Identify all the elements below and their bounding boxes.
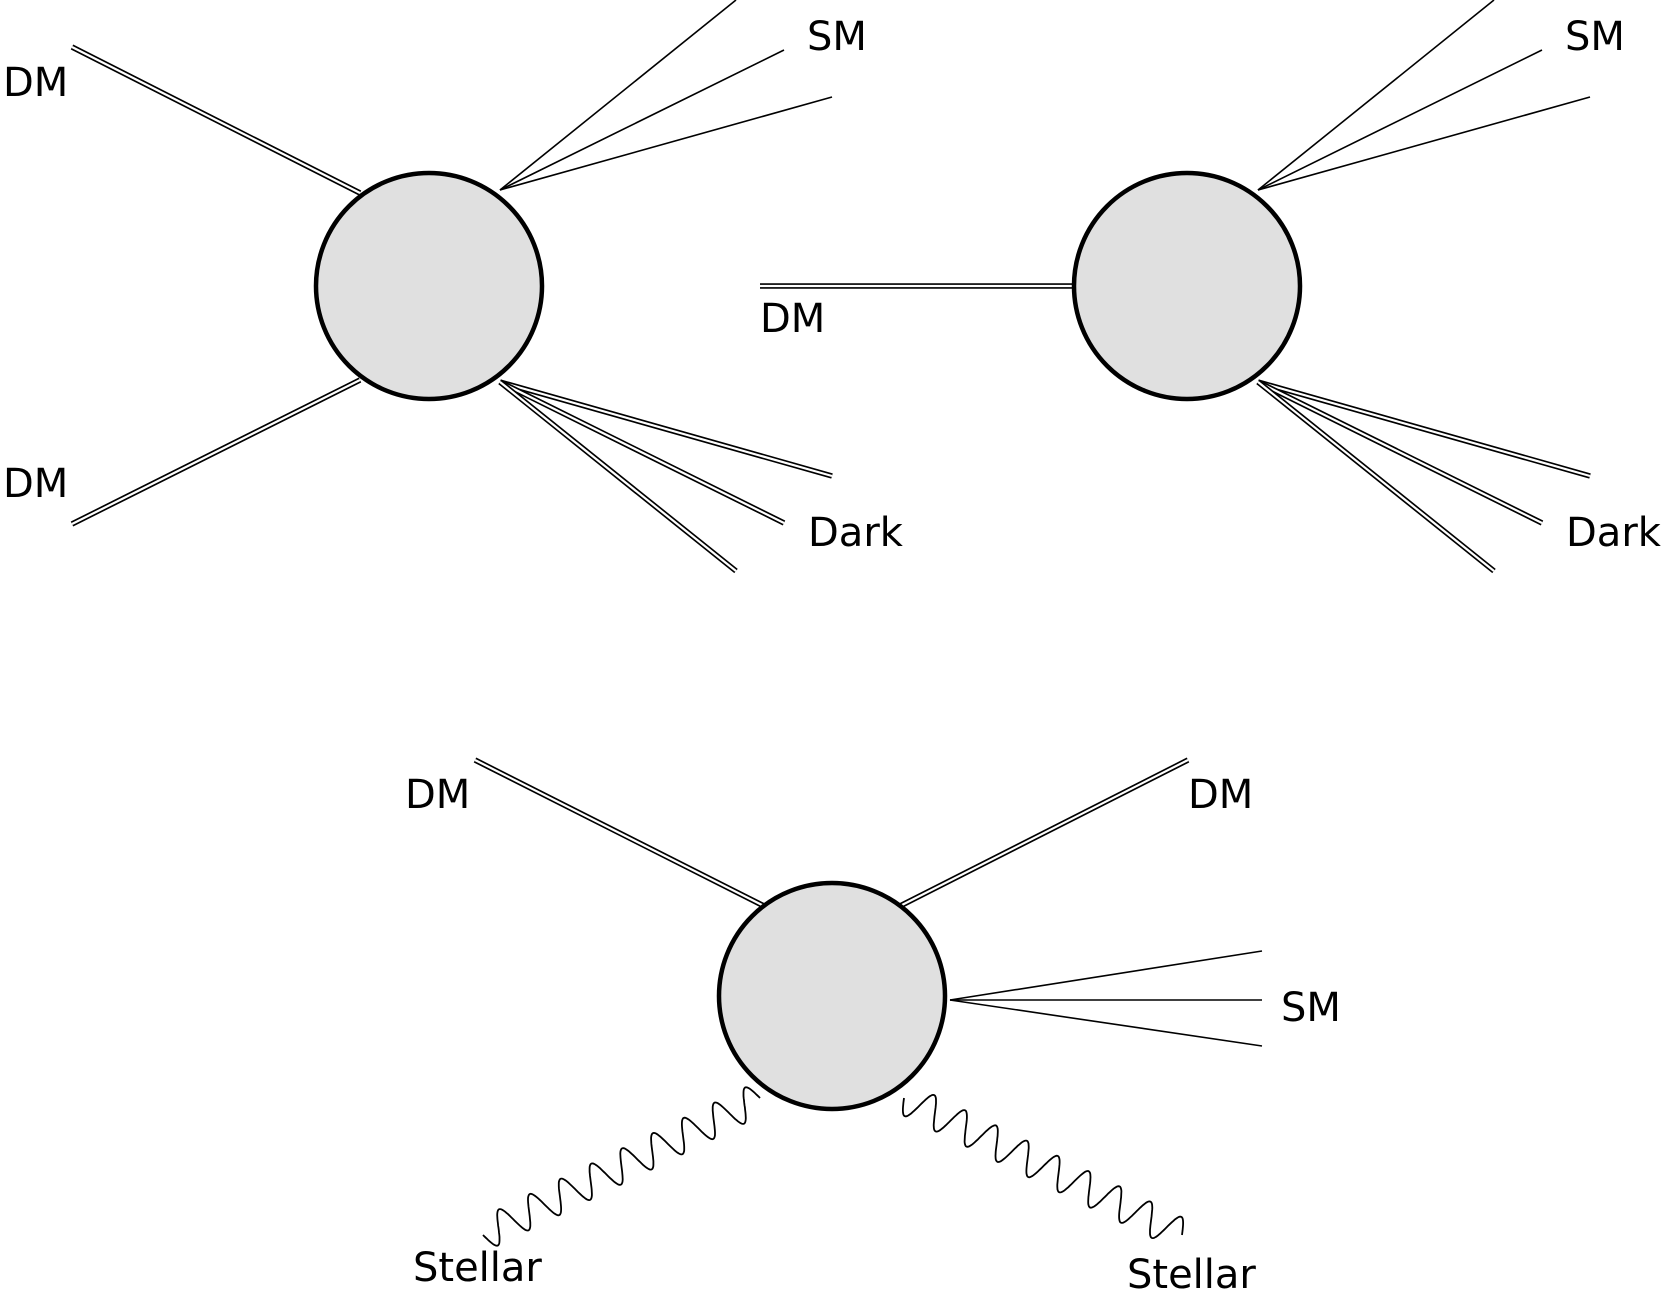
label-sm: SM: [1281, 985, 1341, 1031]
dm-line-lower: [70, 377, 362, 527]
label-dark: Dark: [808, 510, 904, 556]
stellar-wavy-line-right: [902, 1093, 1184, 1240]
sm-lines: [499, 0, 833, 191]
diagram-top-right: DM SM Dark: [760, 0, 1662, 574]
label-sm: SM: [807, 14, 867, 60]
dm-line-left: [473, 757, 766, 909]
sm-lines: [1257, 0, 1591, 191]
dm-line-upper: [70, 44, 362, 196]
stellar-wavy-line-left: [482, 1086, 761, 1247]
label-dm-lower: DM: [3, 461, 68, 507]
label-dm-left: DM: [405, 772, 470, 818]
label-sm: SM: [1565, 14, 1625, 60]
interaction-blob: [716, 880, 948, 1112]
diagram-top-left: DM DM SM Dark: [3, 0, 904, 574]
label-dm-right: DM: [1188, 772, 1253, 818]
dm-line-right: [898, 757, 1190, 909]
label-stellar-right: Stellar: [1127, 1252, 1256, 1294]
label-dm: DM: [760, 296, 825, 342]
label-dark: Dark: [1566, 510, 1662, 556]
dark-lines: [1256, 379, 1591, 574]
interaction-blob: [1071, 170, 1303, 402]
label-dm-upper: DM: [3, 60, 68, 106]
sm-lines: [949, 950, 1263, 1047]
label-stellar-left: Stellar: [413, 1245, 542, 1291]
dark-lines: [498, 379, 833, 574]
interaction-blob: [313, 170, 545, 402]
diagram-bottom: DM DM SM Stellar Stellar: [405, 757, 1341, 1294]
